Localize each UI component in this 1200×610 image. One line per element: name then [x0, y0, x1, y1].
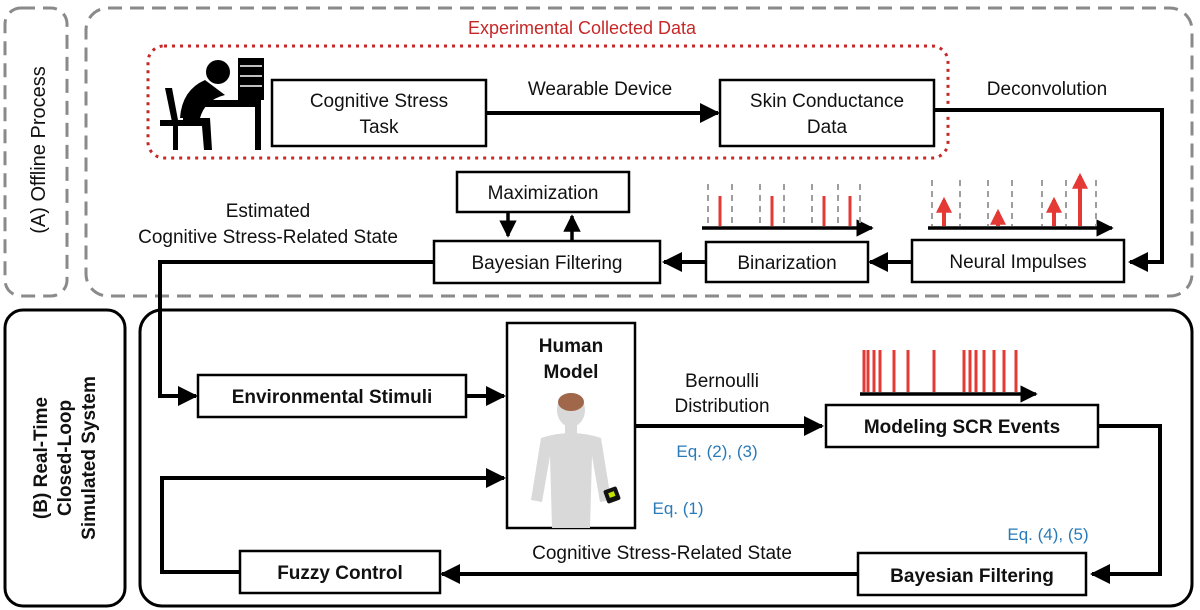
cognitive-stress-task-line1: Cognitive Stress: [310, 91, 448, 112]
arrow-estimate-to-env: [158, 260, 434, 406]
neural-impulses-label: Neural Impulses: [949, 252, 1086, 273]
human-model-line1: Human: [539, 336, 603, 357]
modeling-scr-box: [824, 403, 1100, 449]
offline-process-label: (A) Offline Process: [28, 66, 50, 233]
estimated-state-line2: Cognitive Stress-Related State: [138, 227, 398, 248]
arrow-scr-to-bayes: [1090, 424, 1162, 584]
modeling-scr-label: Modeling SCR Events: [864, 417, 1060, 438]
skin-conductance-box: [718, 78, 936, 148]
binarization-box: [704, 240, 870, 284]
maximization-label: Maximization: [488, 183, 599, 204]
eq-1-label: Eq. (1): [652, 499, 703, 518]
skin-conductance-line1: Skin Conductance: [750, 91, 904, 112]
skin-conductance-line2: Data: [807, 117, 848, 138]
fuzzy-control-box: [238, 549, 442, 595]
environmental-stimuli-label: Environmental Stimuli: [232, 387, 433, 408]
realtime-label-line2: Closed-Loop: [55, 400, 76, 516]
wristband-icon: [603, 486, 621, 504]
realtime-label-frame: [3, 308, 127, 608]
neural-impulses-plot: [928, 172, 1114, 237]
bayesian-filtering-offline-box: [432, 239, 662, 285]
wearable-device-label: Wearable Device: [528, 79, 672, 100]
brain-icon: [558, 393, 584, 411]
human-model-line2: Model: [544, 362, 599, 383]
cognitive-stress-task-box: [270, 78, 488, 148]
realtime-label-line1: (B) Real-Time: [31, 397, 52, 519]
collected-data-frame: [146, 44, 950, 160]
eq-2-3-label: Eq. (2), (3): [676, 442, 757, 461]
bayesian-filtering-offline-label: Bayesian Filtering: [471, 253, 622, 274]
bernoulli-line2: Distribution: [674, 396, 769, 417]
maximization-box: [455, 170, 631, 214]
bayesian-filtering-realtime-label: Bayesian Filtering: [890, 566, 1054, 587]
arrow-deconvolution: [934, 108, 1164, 272]
deconvolution-label: Deconvolution: [987, 79, 1107, 100]
fuzzy-control-label: Fuzzy Control: [277, 563, 403, 584]
arrow-fuzzy-to-human: [160, 468, 506, 574]
state-label: Cognitive Stress-Related State: [532, 543, 792, 564]
offline-label-frame: [3, 6, 69, 298]
bayesian-filtering-realtime-box: [856, 551, 1088, 597]
eq-4-5-label: Eq. (4), (5): [1007, 525, 1088, 544]
realtime-system-frame: [138, 308, 1194, 608]
bernoulli-line1: Bernoulli: [685, 371, 759, 392]
cognitive-stress-task-line2: Task: [359, 117, 399, 138]
binarization-label: Binarization: [737, 253, 836, 274]
offline-process-frame: [84, 6, 1194, 298]
scr-events-plot: [860, 350, 1038, 403]
collected-data-title: Experimental Collected Data: [468, 18, 697, 38]
binarization-plot: [702, 184, 874, 237]
realtime-label-line3: Simulated System: [79, 376, 100, 540]
environmental-stimuli-box: [196, 373, 468, 419]
estimated-state-line1: Estimated: [226, 201, 310, 222]
person-at-desk-icon: [160, 58, 264, 150]
